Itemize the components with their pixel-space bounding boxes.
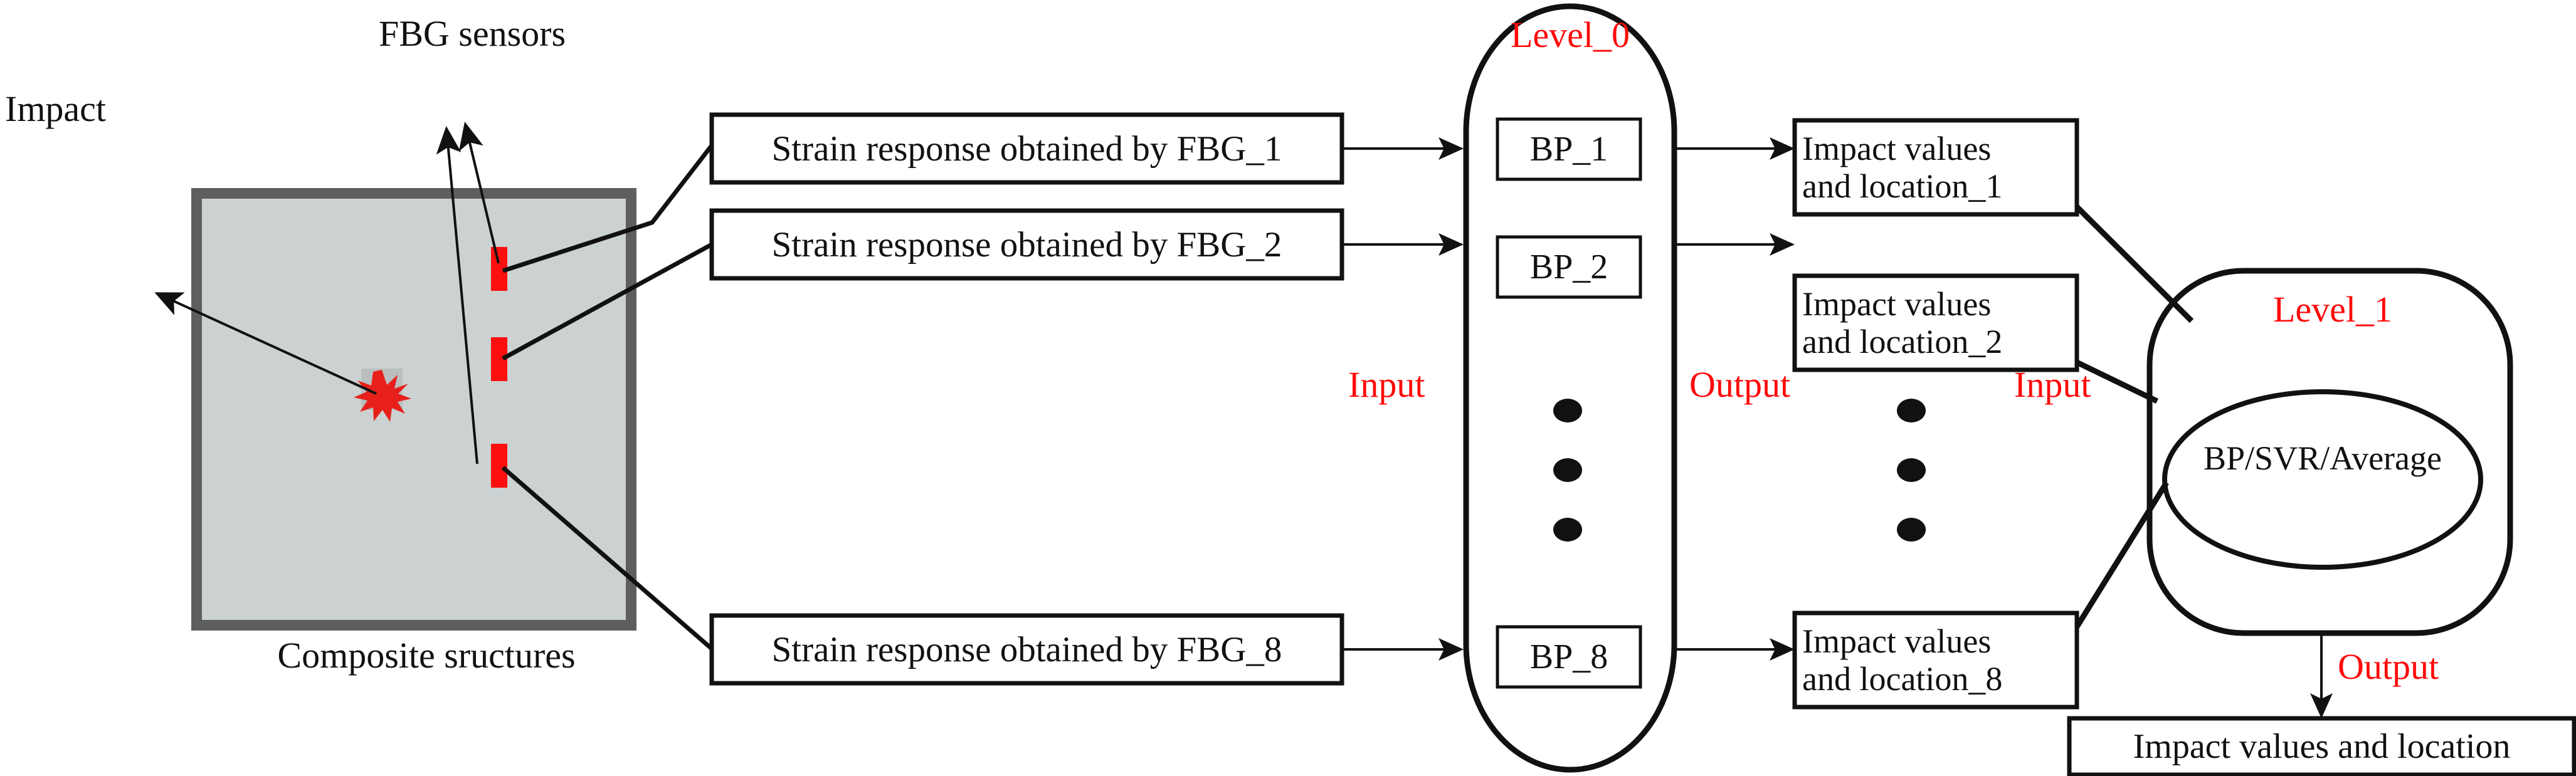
bp-node-label-1: BP_1 bbox=[1529, 130, 1608, 169]
impact-values-box-8[interactable] bbox=[1792, 611, 2079, 710]
bp-node-label-8: BP_8 bbox=[1529, 637, 1608, 676]
final-output-box[interactable] bbox=[2067, 716, 2576, 776]
impact-values-text-2: Impact values and location_2 bbox=[1802, 276, 2078, 370]
level1-output-label: Output bbox=[2338, 646, 2439, 687]
sensor-to-strainbox-connectors bbox=[501, 144, 714, 651]
bp-node-1[interactable] bbox=[1496, 117, 1642, 181]
bp-node-label-2: BP_2 bbox=[1529, 248, 1608, 286]
level0-to-impactbox-arrows bbox=[1676, 137, 1795, 661]
level1-model-ellipse[interactable] bbox=[2162, 389, 2483, 570]
level0-title: Level_0 bbox=[1510, 14, 1630, 55]
composite-caption: Composite sructures bbox=[277, 635, 576, 676]
fbg-leader-arrows bbox=[436, 122, 500, 464]
level1-input-label: Input bbox=[2014, 364, 2091, 405]
fbg-sensor-3 bbox=[491, 444, 507, 488]
fbg-sensors-label: FBG sensors bbox=[378, 13, 566, 54]
fbg-sensor-marks bbox=[491, 247, 507, 488]
impact-values-line2-2: and location_2 bbox=[1802, 323, 2003, 360]
strain-response-label-3: Strain response obtained by FBG_8 bbox=[771, 629, 1282, 669]
level1-blob bbox=[2146, 268, 2513, 636]
level0-capsule bbox=[1463, 3, 1677, 773]
impact-values-line1-1: Impact values bbox=[1802, 129, 1992, 167]
level1-model-label: BP/SVR/Average bbox=[2204, 439, 2442, 477]
strain-response-box-2[interactable] bbox=[709, 208, 1344, 281]
impact-values-ellipsis bbox=[1897, 399, 1926, 542]
impact-values-box-2[interactable] bbox=[1792, 273, 2079, 372]
level0-ellipsis bbox=[1553, 399, 1582, 542]
composite-plate bbox=[191, 188, 636, 631]
strain-to-level0-arrows bbox=[1342, 137, 1464, 661]
impact-values-line2-1: and location_1 bbox=[1802, 167, 2003, 205]
level1-title: Level_1 bbox=[2272, 289, 2393, 330]
impact-leader-arrow bbox=[154, 292, 377, 395]
level0-output-label: Output bbox=[1689, 364, 1791, 405]
strain-response-box-1[interactable] bbox=[709, 112, 1344, 185]
impact-values-box-1[interactable] bbox=[1792, 118, 2079, 217]
impactbox-to-level1-links bbox=[2074, 204, 2194, 629]
impact-values-text-1: Impact values and location_1 bbox=[1802, 120, 2078, 214]
impact-values-line1-2: Impact values bbox=[1802, 285, 1992, 323]
impact-values-line1-8: Impact values bbox=[1802, 622, 1992, 660]
bp-node-2[interactable] bbox=[1496, 235, 1642, 299]
bp-node-8[interactable] bbox=[1496, 625, 1642, 689]
final-output-label: Impact values and location bbox=[2133, 727, 2511, 766]
strain-response-box-3[interactable] bbox=[709, 613, 1344, 686]
strain-response-label-2: Strain response obtained by FBG_2 bbox=[771, 224, 1282, 265]
level0-input-label: Input bbox=[1348, 364, 1425, 405]
impact-values-text-8: Impact values and location_8 bbox=[1802, 613, 2078, 707]
impact-label: Impact bbox=[5, 88, 107, 129]
strain-response-label-1: Strain response obtained by FBG_1 bbox=[771, 128, 1282, 169]
impact-values-line2-8: and location_8 bbox=[1802, 660, 2003, 698]
